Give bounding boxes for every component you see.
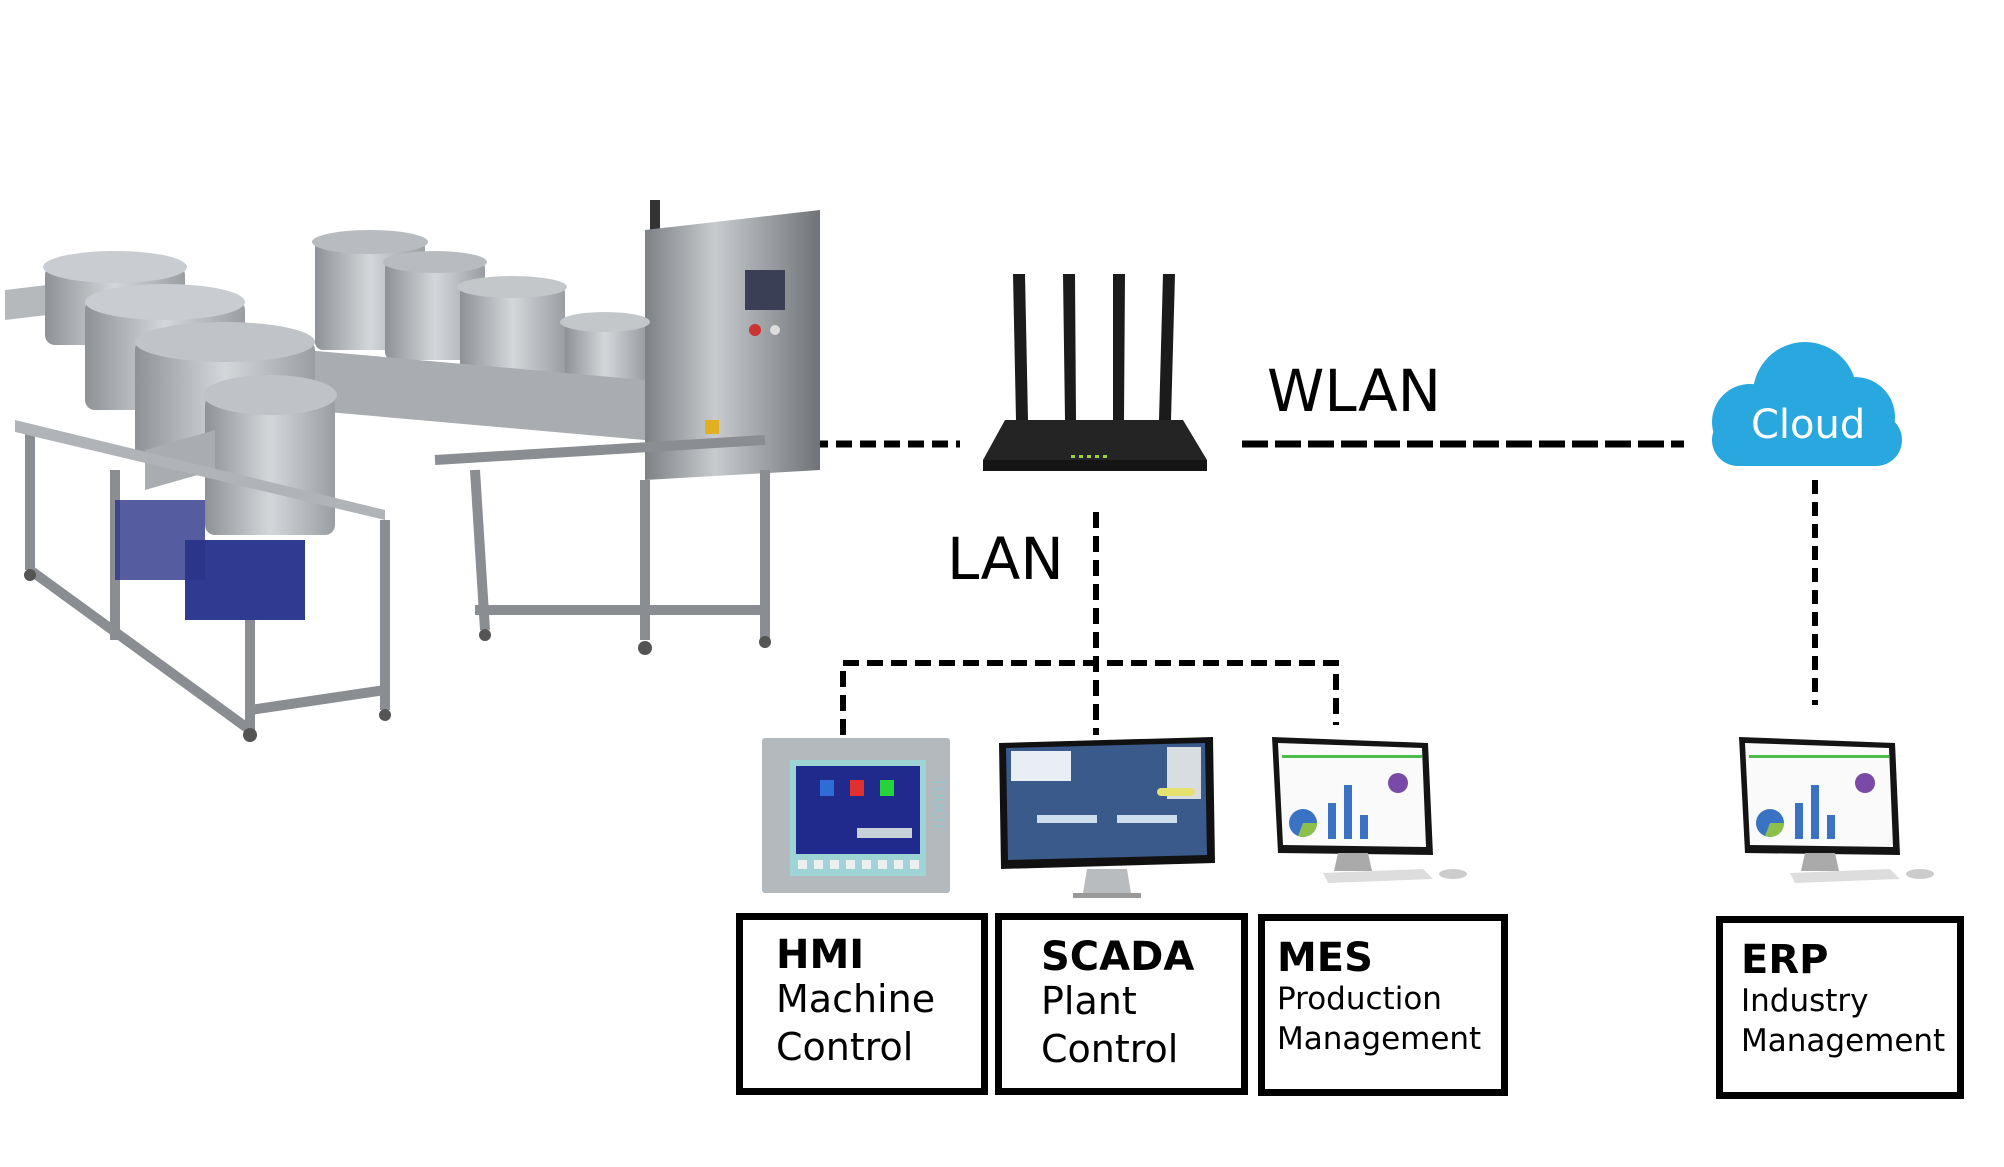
mes-desktop-icon <box>1272 737 1467 883</box>
hmi-box: HMI Machine Control <box>736 913 988 1095</box>
scada-box: SCADA Plant Control <box>995 913 1248 1095</box>
hmi-line-2: Control <box>776 1024 914 1069</box>
scada-monitor-icon <box>999 737 1215 898</box>
svg-text:TOUCH: TOUCH <box>930 777 946 828</box>
mes-line-2: Management <box>1277 1021 1482 1058</box>
cloud-icon <box>1712 342 1902 466</box>
router-icon <box>983 274 1207 471</box>
erp-line-1: Industry <box>1741 983 1869 1019</box>
erp-desktop-icon <box>1739 737 1934 883</box>
lan-label: LAN <box>947 525 1064 593</box>
hmi-line-1: Machine <box>776 977 936 1021</box>
hmi-touch-panel-icon: TOUCH <box>762 738 950 893</box>
mes-title: MES <box>1277 935 1373 981</box>
erp-box: ERP Industry Management <box>1716 916 1964 1099</box>
mes-box: MES Production Management <box>1258 914 1508 1096</box>
erp-title: ERP <box>1741 937 1829 983</box>
scada-title: SCADA <box>1041 934 1195 980</box>
wlan-label: WLAN <box>1267 357 1442 425</box>
cloud-label: Cloud <box>1751 402 1866 448</box>
scada-line-1: Plant <box>1041 979 1137 1023</box>
lan-branch-link <box>840 660 1339 735</box>
hmi-title: HMI <box>776 932 865 978</box>
erp-line-2: Management <box>1741 1023 1946 1060</box>
mes-line-1: Production <box>1277 981 1442 1017</box>
scada-line-2: Control <box>1041 1026 1179 1071</box>
industrial-machine-image <box>5 200 820 742</box>
